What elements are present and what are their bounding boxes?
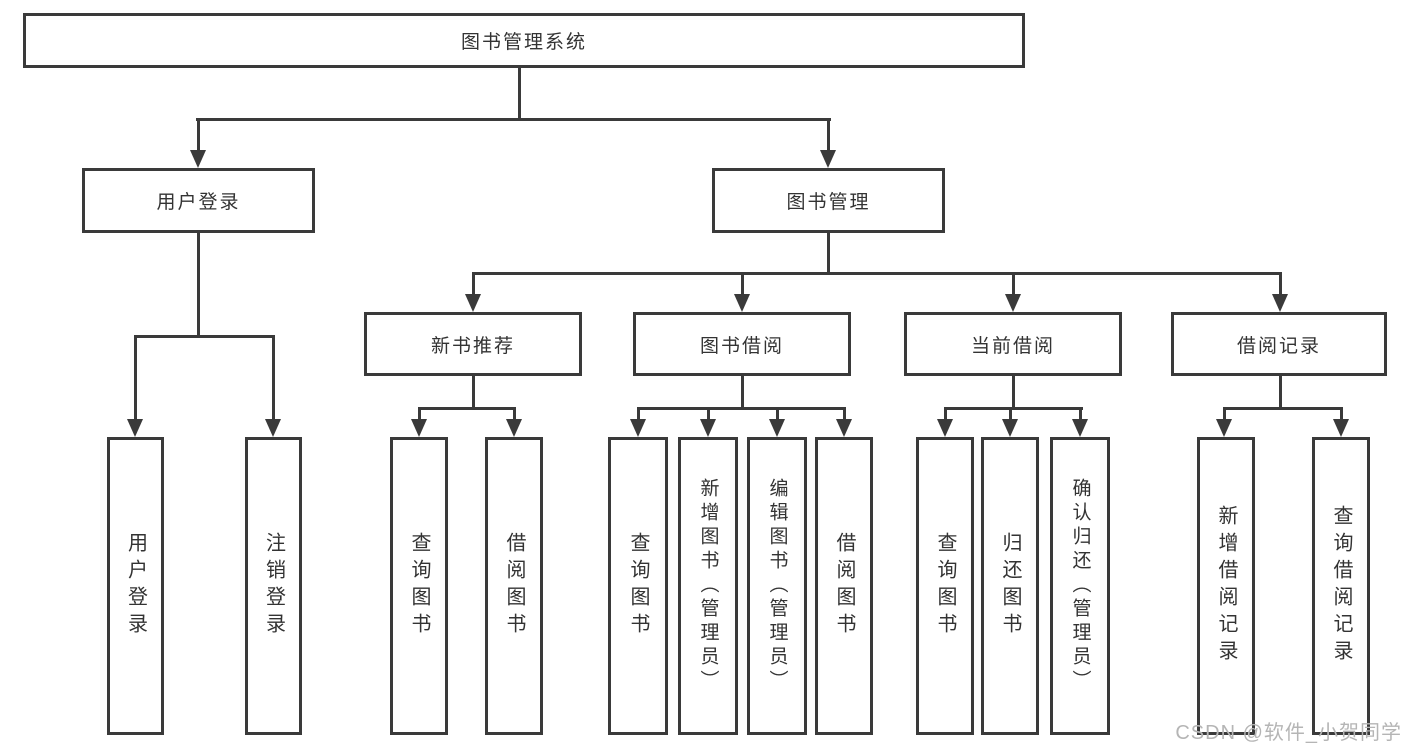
node-book-borrowing: 图书借阅 [633,312,851,376]
leaf-logout-label: 注销登录 [262,532,285,640]
leaf-query-borrow-record-label: 查询借阅记录 [1330,505,1352,667]
leaf-add-borrow-record-label: 新增借阅记录 [1215,505,1237,667]
leaf-borrow-books-borrowing-label: 借阅图书 [833,532,855,640]
arrow-head [700,419,716,437]
leaf-borrow-books-borrowing: 借阅图书 [815,437,873,735]
leaf-confirm-return-admin: 确认归还（管理员） [1050,437,1110,735]
connector-line [776,407,779,421]
arrow-head [937,419,953,437]
node-borrowing-records-label: 借阅记录 [1236,335,1321,357]
arrow-head [769,419,785,437]
connector-line [472,272,1282,275]
arrow-head [820,150,836,168]
node-user-login-label: 用户登录 [156,192,241,213]
connector-line [1079,407,1082,421]
connector-line [827,118,830,153]
arrow-head [734,294,750,312]
leaf-return-books-label: 归还图书 [999,532,1021,640]
connector-line [741,375,744,410]
leaf-return-books: 归还图书 [981,437,1039,735]
arrow-head [1005,294,1021,312]
leaf-add-book-admin: 新增图书（管理员） [678,437,738,735]
leaf-edit-book-admin: 编辑图书（管理员） [747,437,807,735]
connector-line [637,407,640,421]
leaf-add-borrow-record: 新增借阅记录 [1197,437,1255,735]
leaf-query-books-borrowing-label: 查询图书 [627,532,649,640]
connector-line [518,68,521,119]
arrow-head [465,294,481,312]
node-new-book-recommend-label: 新书推荐 [430,335,515,357]
connector-line [1223,407,1343,410]
connector-line [741,272,744,296]
connector-line [197,233,200,335]
leaf-user-login-label: 用户登录 [124,532,147,640]
connector-line [1012,375,1015,410]
node-root-label: 图书管理系统 [460,32,587,53]
leaf-borrow-books-recommend-label: 借阅图书 [503,532,525,640]
arrow-head [1216,419,1232,437]
leaf-query-books-current-label: 查询图书 [934,532,956,640]
connector-line [513,407,516,421]
node-current-borrowing: 当前借阅 [904,312,1122,376]
leaf-query-borrow-record: 查询借阅记录 [1312,437,1370,735]
node-book-borrowing-label: 图书借阅 [699,335,784,357]
leaf-query-books-current: 查询图书 [916,437,974,735]
connector-line [1012,272,1015,296]
arrow-head [1333,419,1349,437]
leaf-edit-book-admin-label: 编辑图书（管理员） [766,478,788,694]
connector-line [944,407,1083,410]
connector-line [1340,407,1343,421]
connector-line [707,407,710,421]
connector-line [1009,407,1012,421]
connector-line [134,335,137,421]
arrow-head [630,419,646,437]
leaf-add-book-admin-label: 新增图书（管理员） [697,478,719,694]
connector-line [472,272,475,296]
node-user-login: 用户登录 [82,168,315,233]
connector-line [134,335,275,338]
connector-line [472,375,475,410]
arrow-head [190,150,206,168]
connector-line [272,335,275,421]
connector-line [418,407,421,421]
leaf-confirm-return-admin-label: 确认归还（管理员） [1069,478,1091,694]
connector-line [944,407,947,421]
node-book-management-label: 图书管理 [786,192,871,213]
leaf-user-login: 用户登录 [107,437,164,735]
arrow-head [506,419,522,437]
arrow-head [836,419,852,437]
leaf-logout: 注销登录 [245,437,302,735]
node-new-book-recommend: 新书推荐 [364,312,582,376]
node-current-borrowing-label: 当前借阅 [970,335,1055,357]
leaf-query-books-borrowing: 查询图书 [608,437,668,735]
watermark: CSDN @软件_小贺同学 [1175,722,1402,744]
node-borrowing-records: 借阅记录 [1171,312,1387,376]
leaf-borrow-books-recommend: 借阅图书 [485,437,543,735]
connector-line [418,407,516,410]
arrow-head [411,419,427,437]
connector-line [1223,407,1226,421]
connector-line [1279,272,1282,296]
arrow-head [1072,419,1088,437]
node-book-management: 图书管理 [712,168,945,233]
leaf-query-books-recommend: 查询图书 [390,437,448,735]
connector-line [843,407,846,421]
arrow-head [1002,419,1018,437]
node-root: 图书管理系统 [23,13,1025,68]
connector-line [1279,375,1282,410]
arrow-head [1272,294,1288,312]
arrow-head [127,419,143,437]
connector-line [197,118,200,153]
leaf-query-books-recommend-label: 查询图书 [408,532,430,640]
arrow-head [265,419,281,437]
connector-line [827,233,830,274]
connector-line [196,118,831,121]
connector-line [637,407,846,410]
